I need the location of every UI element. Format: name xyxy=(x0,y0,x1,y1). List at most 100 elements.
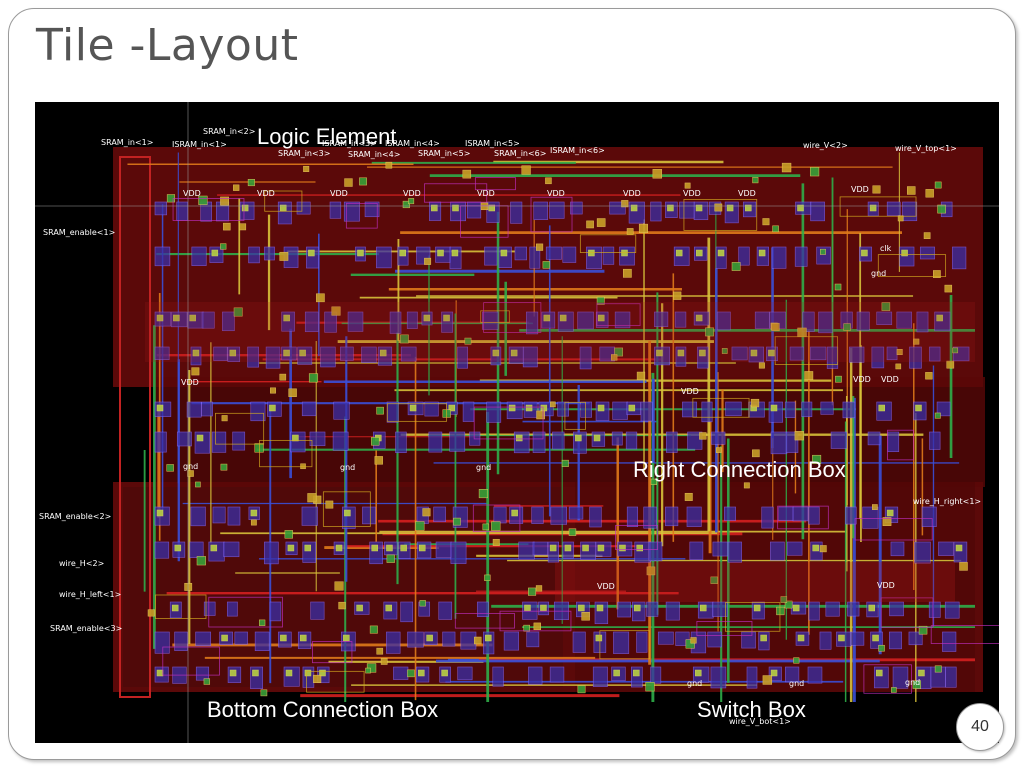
layout-shape xyxy=(872,185,881,194)
layout-shape xyxy=(486,401,502,423)
vdd-label: VDD xyxy=(851,185,869,194)
layout-shape xyxy=(154,631,170,654)
layout-shape xyxy=(189,314,196,322)
layout-shape xyxy=(334,581,344,591)
layout-shape xyxy=(400,334,409,344)
vdd-label: VDD xyxy=(853,375,871,384)
layout-shape xyxy=(478,489,488,499)
layout-shape xyxy=(300,634,307,642)
layout-shape xyxy=(638,223,648,233)
layout-shape xyxy=(636,631,648,653)
layout-shape xyxy=(876,669,883,677)
layout-shape xyxy=(528,666,543,685)
layout-shape xyxy=(932,270,941,278)
layout-shape xyxy=(365,667,371,674)
layout-shape xyxy=(614,347,623,357)
layout-shape xyxy=(195,631,212,647)
layout-shape xyxy=(955,544,963,552)
layout-shape xyxy=(944,284,953,293)
layout-shape xyxy=(588,249,595,257)
layout-shape xyxy=(907,186,916,195)
layout-shape xyxy=(780,596,788,603)
layout-shape xyxy=(303,165,310,172)
layout-shape xyxy=(514,246,528,261)
layout-shape xyxy=(578,604,585,612)
layout-shape xyxy=(889,601,904,617)
layout-shape xyxy=(839,196,917,217)
layout-shape xyxy=(835,375,842,383)
gnd-label: gnd xyxy=(789,679,805,688)
layout-shape xyxy=(596,303,641,326)
layout-shape xyxy=(283,349,290,357)
layout-shape xyxy=(696,621,753,636)
layout-shape xyxy=(462,401,475,422)
layout-shape xyxy=(198,195,208,205)
pin-label: SRAM_in<1> xyxy=(101,138,154,147)
layout-shape xyxy=(526,311,539,335)
layout-shape xyxy=(597,544,605,552)
vdd-label: VDD xyxy=(547,189,565,198)
layout-shape xyxy=(313,674,322,684)
vdd-label: VDD xyxy=(330,189,348,198)
layout-shape xyxy=(561,459,569,467)
layout-shape xyxy=(292,434,299,442)
layout-shape xyxy=(191,246,207,266)
layout-shape xyxy=(196,434,204,442)
right-connection-box-label: Right Connection Box xyxy=(633,457,846,482)
layout-shape xyxy=(650,666,662,684)
layout-shape xyxy=(300,463,306,470)
layout-shape xyxy=(549,666,565,683)
layout-shape xyxy=(201,311,215,329)
pin-label: ISRAM_in<4> xyxy=(385,139,440,148)
layout-shape xyxy=(743,482,750,489)
layout-shape xyxy=(535,585,543,592)
layout-shape xyxy=(482,311,499,330)
layout-shape xyxy=(913,338,920,345)
layout-shape xyxy=(715,246,727,269)
layout-shape xyxy=(929,431,941,450)
layout-shape xyxy=(409,404,417,412)
layout-shape xyxy=(597,314,605,322)
layout-shape xyxy=(847,601,860,617)
layout-shape xyxy=(492,666,504,687)
layout-shape xyxy=(612,401,628,420)
layout-shape xyxy=(190,506,206,527)
layout-shape xyxy=(549,201,565,219)
layout-shape xyxy=(843,323,851,331)
layout-shape xyxy=(220,463,228,471)
layout-shape xyxy=(809,167,820,177)
layout-shape xyxy=(613,631,630,654)
layout-shape xyxy=(830,431,848,449)
layout-shape xyxy=(646,566,656,576)
layout-shape xyxy=(845,506,857,525)
layout-shape xyxy=(645,682,655,692)
layout-shape xyxy=(625,431,638,450)
layout-shape xyxy=(380,658,388,665)
layout-shape xyxy=(250,509,258,517)
layout-shape xyxy=(862,506,879,529)
layout-shape xyxy=(156,404,164,412)
layout-shape xyxy=(652,169,663,179)
layout-shape xyxy=(596,296,605,305)
layout-shape xyxy=(869,204,877,212)
layout-shape xyxy=(189,541,204,558)
layout-shape xyxy=(861,249,868,257)
layout-shape xyxy=(535,243,544,251)
layout-shape xyxy=(393,666,409,680)
layout-shape xyxy=(250,401,266,422)
layout-shape xyxy=(665,506,679,527)
layout-shape xyxy=(371,437,380,446)
layout-shape xyxy=(119,156,151,698)
layout-shape xyxy=(752,177,759,184)
layout-shape xyxy=(820,248,826,255)
layout-shape xyxy=(386,554,395,563)
layout-shape xyxy=(264,246,275,261)
layout-shape xyxy=(568,528,577,536)
layout-shape xyxy=(376,406,384,415)
layout-shape xyxy=(379,349,387,357)
layout-shape xyxy=(802,311,815,332)
layout-shape xyxy=(333,401,350,420)
layout-shape xyxy=(316,293,325,303)
layout-shape xyxy=(887,429,914,461)
layout-shape xyxy=(460,631,477,650)
